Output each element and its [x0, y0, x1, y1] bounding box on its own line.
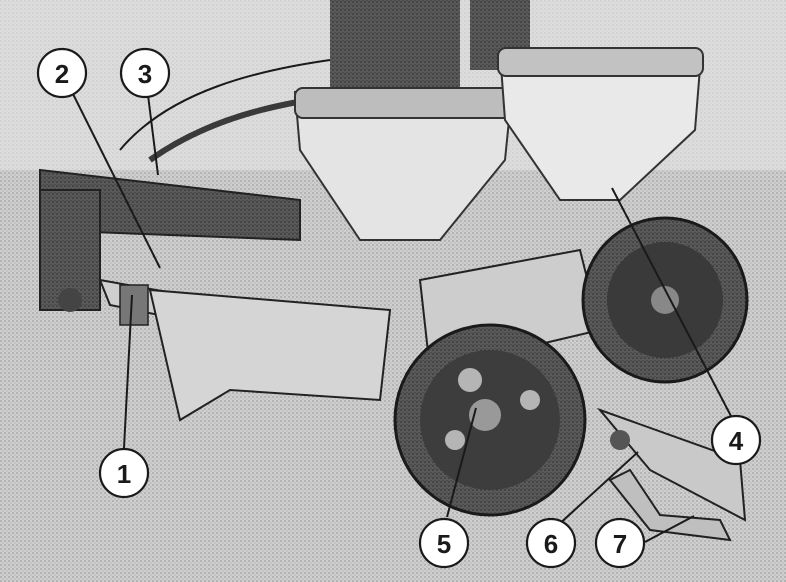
callout-label-4: 4 [729, 426, 744, 456]
leader-line-2 [69, 87, 161, 269]
callout-label-5: 5 [437, 529, 451, 559]
seed-hopper-rear [497, 47, 704, 201]
callout-label-3: 3 [138, 59, 152, 89]
tool-bar-frame [39, 168, 301, 312]
callout-6: 6 [525, 517, 577, 569]
leader-lines [69, 87, 733, 543]
leader-line-3 [147, 94, 159, 176]
callout-label-2: 2 [55, 59, 69, 89]
callout-5: 5 [418, 517, 470, 569]
seed-hopper-front [293, 87, 514, 241]
callout-label-1: 1 [117, 459, 131, 489]
callout-label-7: 7 [613, 529, 627, 559]
callout-7: 7 [594, 517, 646, 569]
leader-line-1 [123, 294, 133, 449]
gauge-wheel-rear [581, 216, 749, 384]
callout-2: 2 [36, 47, 88, 99]
leader-line-4 [611, 187, 733, 419]
leader-line-7 [644, 515, 695, 543]
callout-3: 3 [119, 47, 171, 99]
covering-arm [596, 407, 747, 542]
leader-line-6 [555, 451, 639, 528]
leader-line-5 [446, 407, 477, 518]
callout-4: 4 [710, 414, 762, 466]
callout-label-6: 6 [544, 529, 558, 559]
press-wheel-front [393, 323, 587, 517]
callout-1: 1 [98, 447, 150, 499]
